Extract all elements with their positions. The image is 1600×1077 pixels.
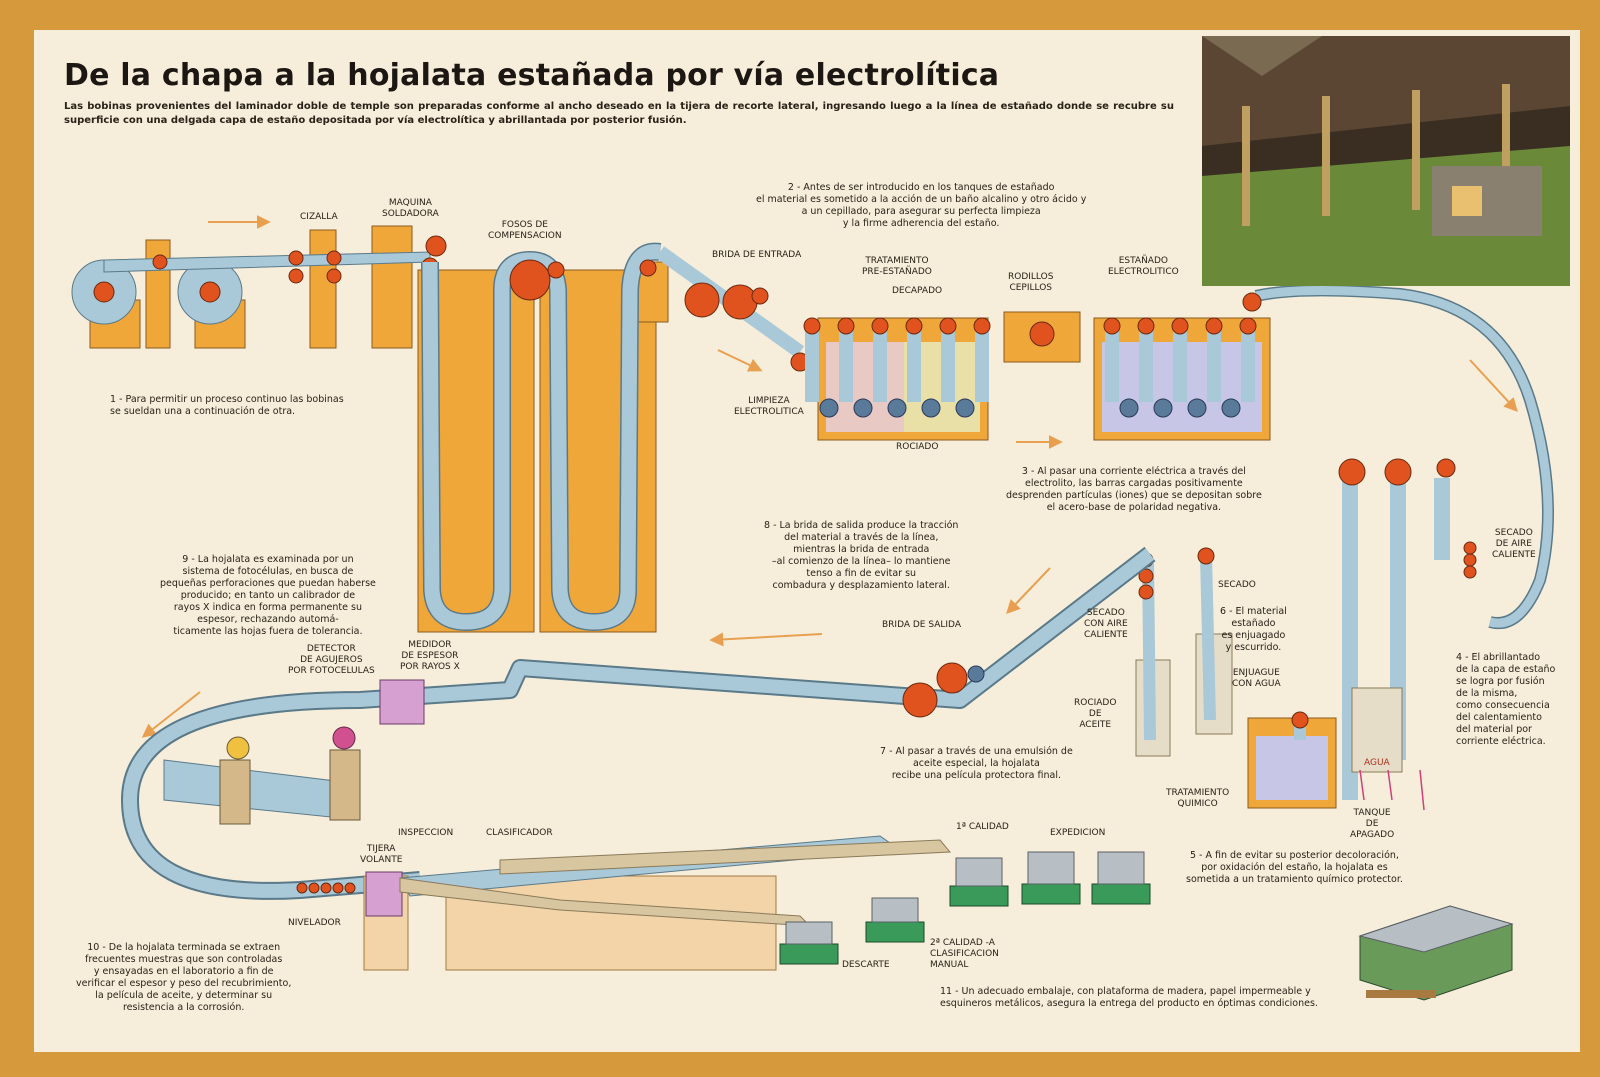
label-quench-tank: TANQUE DE APAGADO xyxy=(1350,808,1395,840)
flow-arrow xyxy=(1469,359,1518,413)
worker xyxy=(329,749,361,821)
label-compensation-pits: FOSOS DE COMPENSACION xyxy=(488,220,562,241)
label-chemical-treatment: TRATAMIENTO QUIMICO xyxy=(1166,788,1230,809)
entry-bridle-roll xyxy=(722,284,758,320)
label-pretreatment: TRATAMIENTO PRE-ESTAÑADO xyxy=(862,256,932,277)
label-water-rinse: ENJUAGUE CON AGUA xyxy=(1232,668,1281,689)
pallet-cart xyxy=(949,885,1009,907)
factory-photo xyxy=(1202,36,1570,286)
note-2: 2 - Antes de ser introducido en los tanq… xyxy=(756,182,1087,229)
label-second-quality: 2ª CALIDAD -A CLASIFICACION MANUAL xyxy=(930,938,999,970)
diagram-title: De la chapa a la hojalata estañada por v… xyxy=(64,58,1000,93)
note-1: 1 - Para permitir un proceso continuo la… xyxy=(110,394,344,417)
factory-photo-illustration xyxy=(1202,36,1570,286)
packaged-bundle xyxy=(1358,905,1514,1001)
quench-tank xyxy=(1351,687,1403,773)
label-entry-bridle: BRIDA DE ENTRADA xyxy=(712,250,802,260)
coil-section xyxy=(71,225,447,349)
label-hot-air-dry: SECADO DE AIRE CALIENTE xyxy=(1492,528,1536,560)
flow-arrow xyxy=(717,349,763,372)
pallet-cart xyxy=(1091,883,1151,905)
label-exit-bridle: BRIDA DE SALIDA xyxy=(882,620,961,630)
label-first-quality: 1ª CALIDAD xyxy=(956,822,1009,832)
classifier-base xyxy=(445,875,777,971)
note-9: 9 - La hojalata es examinada por un sist… xyxy=(160,554,376,637)
compensation-pits xyxy=(417,242,669,633)
exit-section xyxy=(121,546,1156,900)
flow-arrows xyxy=(141,215,1518,738)
worker xyxy=(219,759,251,825)
exit-bridle-roll xyxy=(936,662,968,694)
flow-arrow xyxy=(1006,567,1051,615)
label-classifier: CLASIFICADOR xyxy=(486,828,553,838)
note-11: 11 - Un adecuado embalaje, con plataform… xyxy=(940,986,1318,1009)
note-10: 10 - De la hojalata terminada se extraen… xyxy=(76,942,292,1013)
label-flying-shear: TIJERA VOLANTE xyxy=(360,844,403,865)
shear-machine xyxy=(309,229,337,349)
pallet-cart xyxy=(865,921,925,943)
reflow-and-treatment xyxy=(1135,458,1477,811)
flow-arrow xyxy=(709,632,823,647)
label-electrolytic-tinning: ESTAÑADO ELECTROLITICO xyxy=(1108,256,1179,277)
label-welder: MAQUINA SOLDADORA xyxy=(382,198,439,219)
label-pickling: DECAPADO xyxy=(892,286,943,296)
label-water: AGUA xyxy=(1364,758,1390,768)
note-6: 6 - El material estañado es enjuagado y … xyxy=(1220,606,1287,653)
classifier-section xyxy=(296,835,1151,971)
flow-arrow xyxy=(141,691,201,738)
intro-text: Las bobinas provenientes del laminador d… xyxy=(64,101,1174,126)
note-8: 8 - La brida de salida produce la tracci… xyxy=(764,520,959,591)
welding-machine xyxy=(371,225,413,349)
note-7: 7 - Al pasar a través de una emulsión de… xyxy=(880,746,1073,781)
exit-bridle-roll xyxy=(902,682,938,718)
tinning-line xyxy=(655,246,1554,630)
entry-bridle-roll xyxy=(684,282,720,318)
label-discard: DESCARTE xyxy=(842,960,890,970)
note-3: 3 - Al pasar una corriente eléctrica a t… xyxy=(1006,466,1262,513)
label-dry-hot-air: SECADO CON AIRE CALIENTE xyxy=(1084,608,1128,640)
label-thickness-gauge: MEDIDOR DE ESPESOR POR RAYOS X xyxy=(400,640,460,672)
label-drying: SECADO xyxy=(1218,580,1256,590)
flying-shear xyxy=(365,871,403,917)
label-hole-detector: DETECTOR DE AGUJEROS POR FOTOCELULAS xyxy=(288,644,375,676)
label-spray: ROCIADO xyxy=(896,442,939,452)
detector-unit xyxy=(379,679,425,725)
pallet-cart xyxy=(779,943,839,965)
label-shear: CIZALLA xyxy=(300,212,338,222)
note-5: 5 - A fin de evitar su posterior decolor… xyxy=(1186,850,1403,885)
label-inspection: INSPECCION xyxy=(398,828,454,838)
label-shipping: EXPEDICION xyxy=(1050,828,1106,838)
inspection-workers xyxy=(163,726,361,825)
pallet-cart xyxy=(1021,883,1081,905)
note-4: 4 - El abrillantado de la capa de estaño… xyxy=(1456,652,1556,747)
label-leveler: NIVELADOR xyxy=(288,918,341,928)
label-electrolytic-cleaning: LIMPIEZA ELECTROLITICA xyxy=(734,396,804,417)
label-oil-spray: ROCIADO DE ACEITE xyxy=(1074,698,1117,730)
label-brush-rollers: RODILLOS CEPILLOS xyxy=(1008,272,1054,293)
